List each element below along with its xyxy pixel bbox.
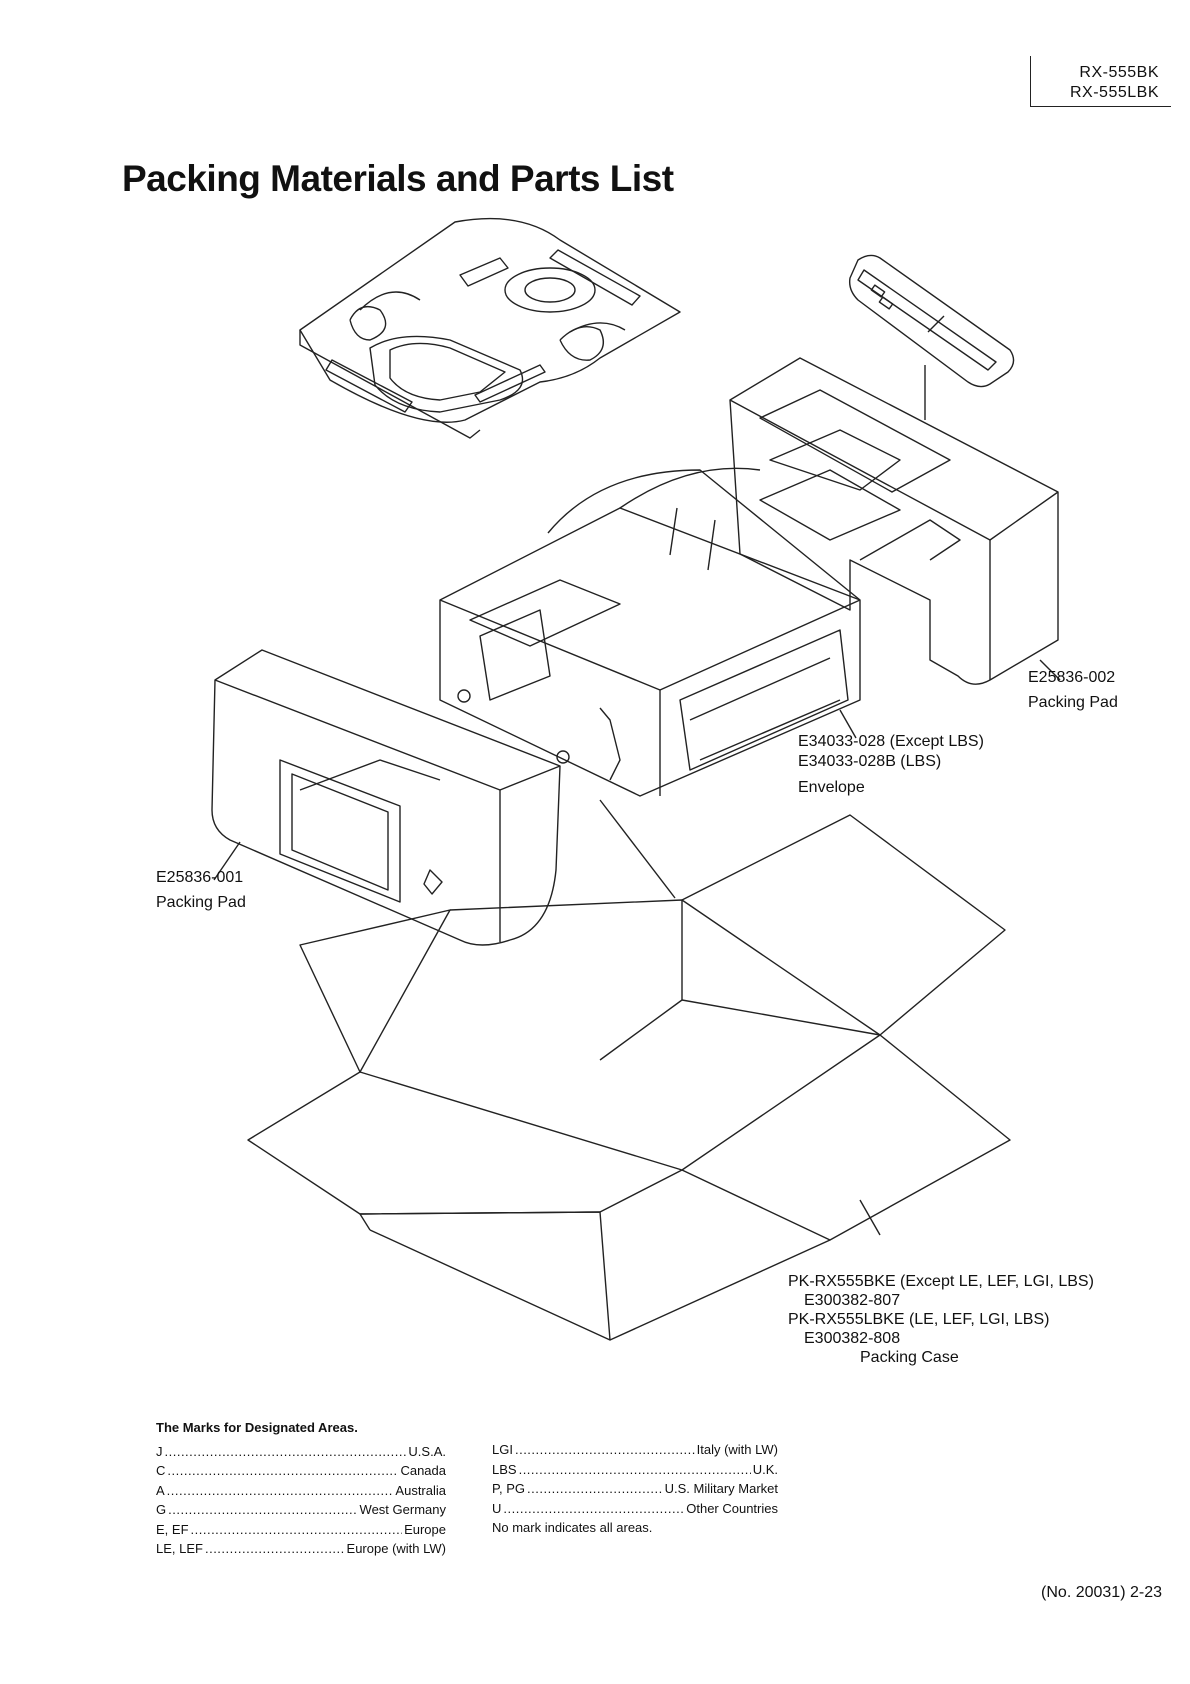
legend-row: J U.S.A. (156, 1442, 446, 1462)
legend-row: E, EF Europe (156, 1520, 446, 1540)
packing-case-illustration (247, 799, 1011, 1341)
area-name: Other Countries (686, 1500, 778, 1516)
callout-right-pad: E25836-002 Packing Pad (1028, 668, 1118, 713)
case-part-number-2: E300382-808 (804, 1330, 901, 1347)
right-pad-part-number: E25836-002 (1028, 669, 1116, 686)
area-code: LE, LEF (156, 1541, 203, 1556)
envelope-part-number-1: E34033-028 (Except LBS) (798, 733, 984, 750)
case-description: Packing Case (860, 1349, 959, 1366)
legend-row: C Canada (156, 1461, 446, 1481)
legend-row: LE, LEF Europe (with LW) (156, 1539, 446, 1559)
left-packing-pad-illustration (211, 649, 561, 946)
area-code: J (156, 1443, 163, 1459)
area-code: LBS (492, 1461, 517, 1477)
right-pad-description: Packing Pad (1028, 694, 1118, 711)
main-unit-illustration (439, 467, 861, 797)
legend-row: A Australia (156, 1481, 446, 1501)
area-code: P, PG (492, 1481, 526, 1496)
area-name: U.S. Military Market (664, 1481, 778, 1496)
envelope-part-number-2: E34033-028B (LBS) (798, 753, 942, 770)
left-pad-description: Packing Pad (156, 894, 246, 911)
legend-row: P, PG U.S. Military Market (492, 1479, 778, 1499)
legend-note: No mark indicates all areas. (492, 1520, 653, 1535)
page-number: (No. 20031) 2-23 (1041, 1584, 1162, 1601)
area-code: C (156, 1463, 166, 1478)
area-code: A (156, 1482, 165, 1498)
right-packing-pad-illustration (729, 357, 1061, 685)
legend-row: G West Germany (156, 1500, 446, 1520)
area-code: LGI (492, 1442, 513, 1457)
left-pad-part-number: E25836-001 (156, 869, 244, 886)
area-name: West Germany (359, 1502, 446, 1517)
legend-title: The Marks for Designated Areas. (156, 1420, 358, 1435)
page-title: Packing Materials and Parts List (122, 158, 674, 199)
area-name: U.S.A. (408, 1443, 446, 1459)
area-code: U (492, 1500, 502, 1516)
callout-packing-case: PK-RX555BKE (Except LE, LEF, LGI, LBS) E… (788, 1272, 1094, 1367)
area-name: Europe (404, 1521, 446, 1537)
area-code: E, EF (156, 1521, 189, 1537)
legend-row: U Other Countries (492, 1499, 778, 1519)
callout-envelope: E34033-028 (Except LBS) E34033-028B (LBS… (798, 732, 984, 798)
area-name: Canada (400, 1463, 446, 1478)
case-model-1: PK-RX555BKE (Except LE, LEF, LGI, LBS) (788, 1273, 1094, 1290)
accessory-tray-illustration (299, 217, 681, 439)
area-name: U.K. (752, 1461, 778, 1477)
legend-row: LGI Italy (with LW) (492, 1440, 778, 1460)
model-number-2: RX-555LBK (1070, 84, 1159, 101)
remote-control-illustration (848, 254, 1015, 420)
callout-left-pad: E25836-001 Packing Pad (156, 868, 246, 913)
case-part-number-1: E300382-807 (804, 1292, 901, 1309)
area-marks-legend: The Marks for Designated Areas. JU.S.A. … (156, 1418, 446, 1559)
area-name: Italy (with LW) (696, 1442, 778, 1457)
envelope-description: Envelope (798, 779, 865, 796)
legend-row: LBS U.K. (492, 1460, 778, 1480)
area-name: Australia (395, 1482, 446, 1498)
area-code: G (156, 1502, 167, 1517)
model-number-box: RX-555BK RX-555LBK (1030, 56, 1171, 107)
case-model-2: PK-RX555LBKE (LE, LEF, LGI, LBS) (788, 1311, 1050, 1328)
model-number-1: RX-555BK (1079, 64, 1159, 81)
area-marks-legend-2: LGI Italy (with LW) LBS U.K. P, PG U.S. Mil… (492, 1440, 778, 1538)
area-name: Europe (with LW) (346, 1541, 446, 1556)
